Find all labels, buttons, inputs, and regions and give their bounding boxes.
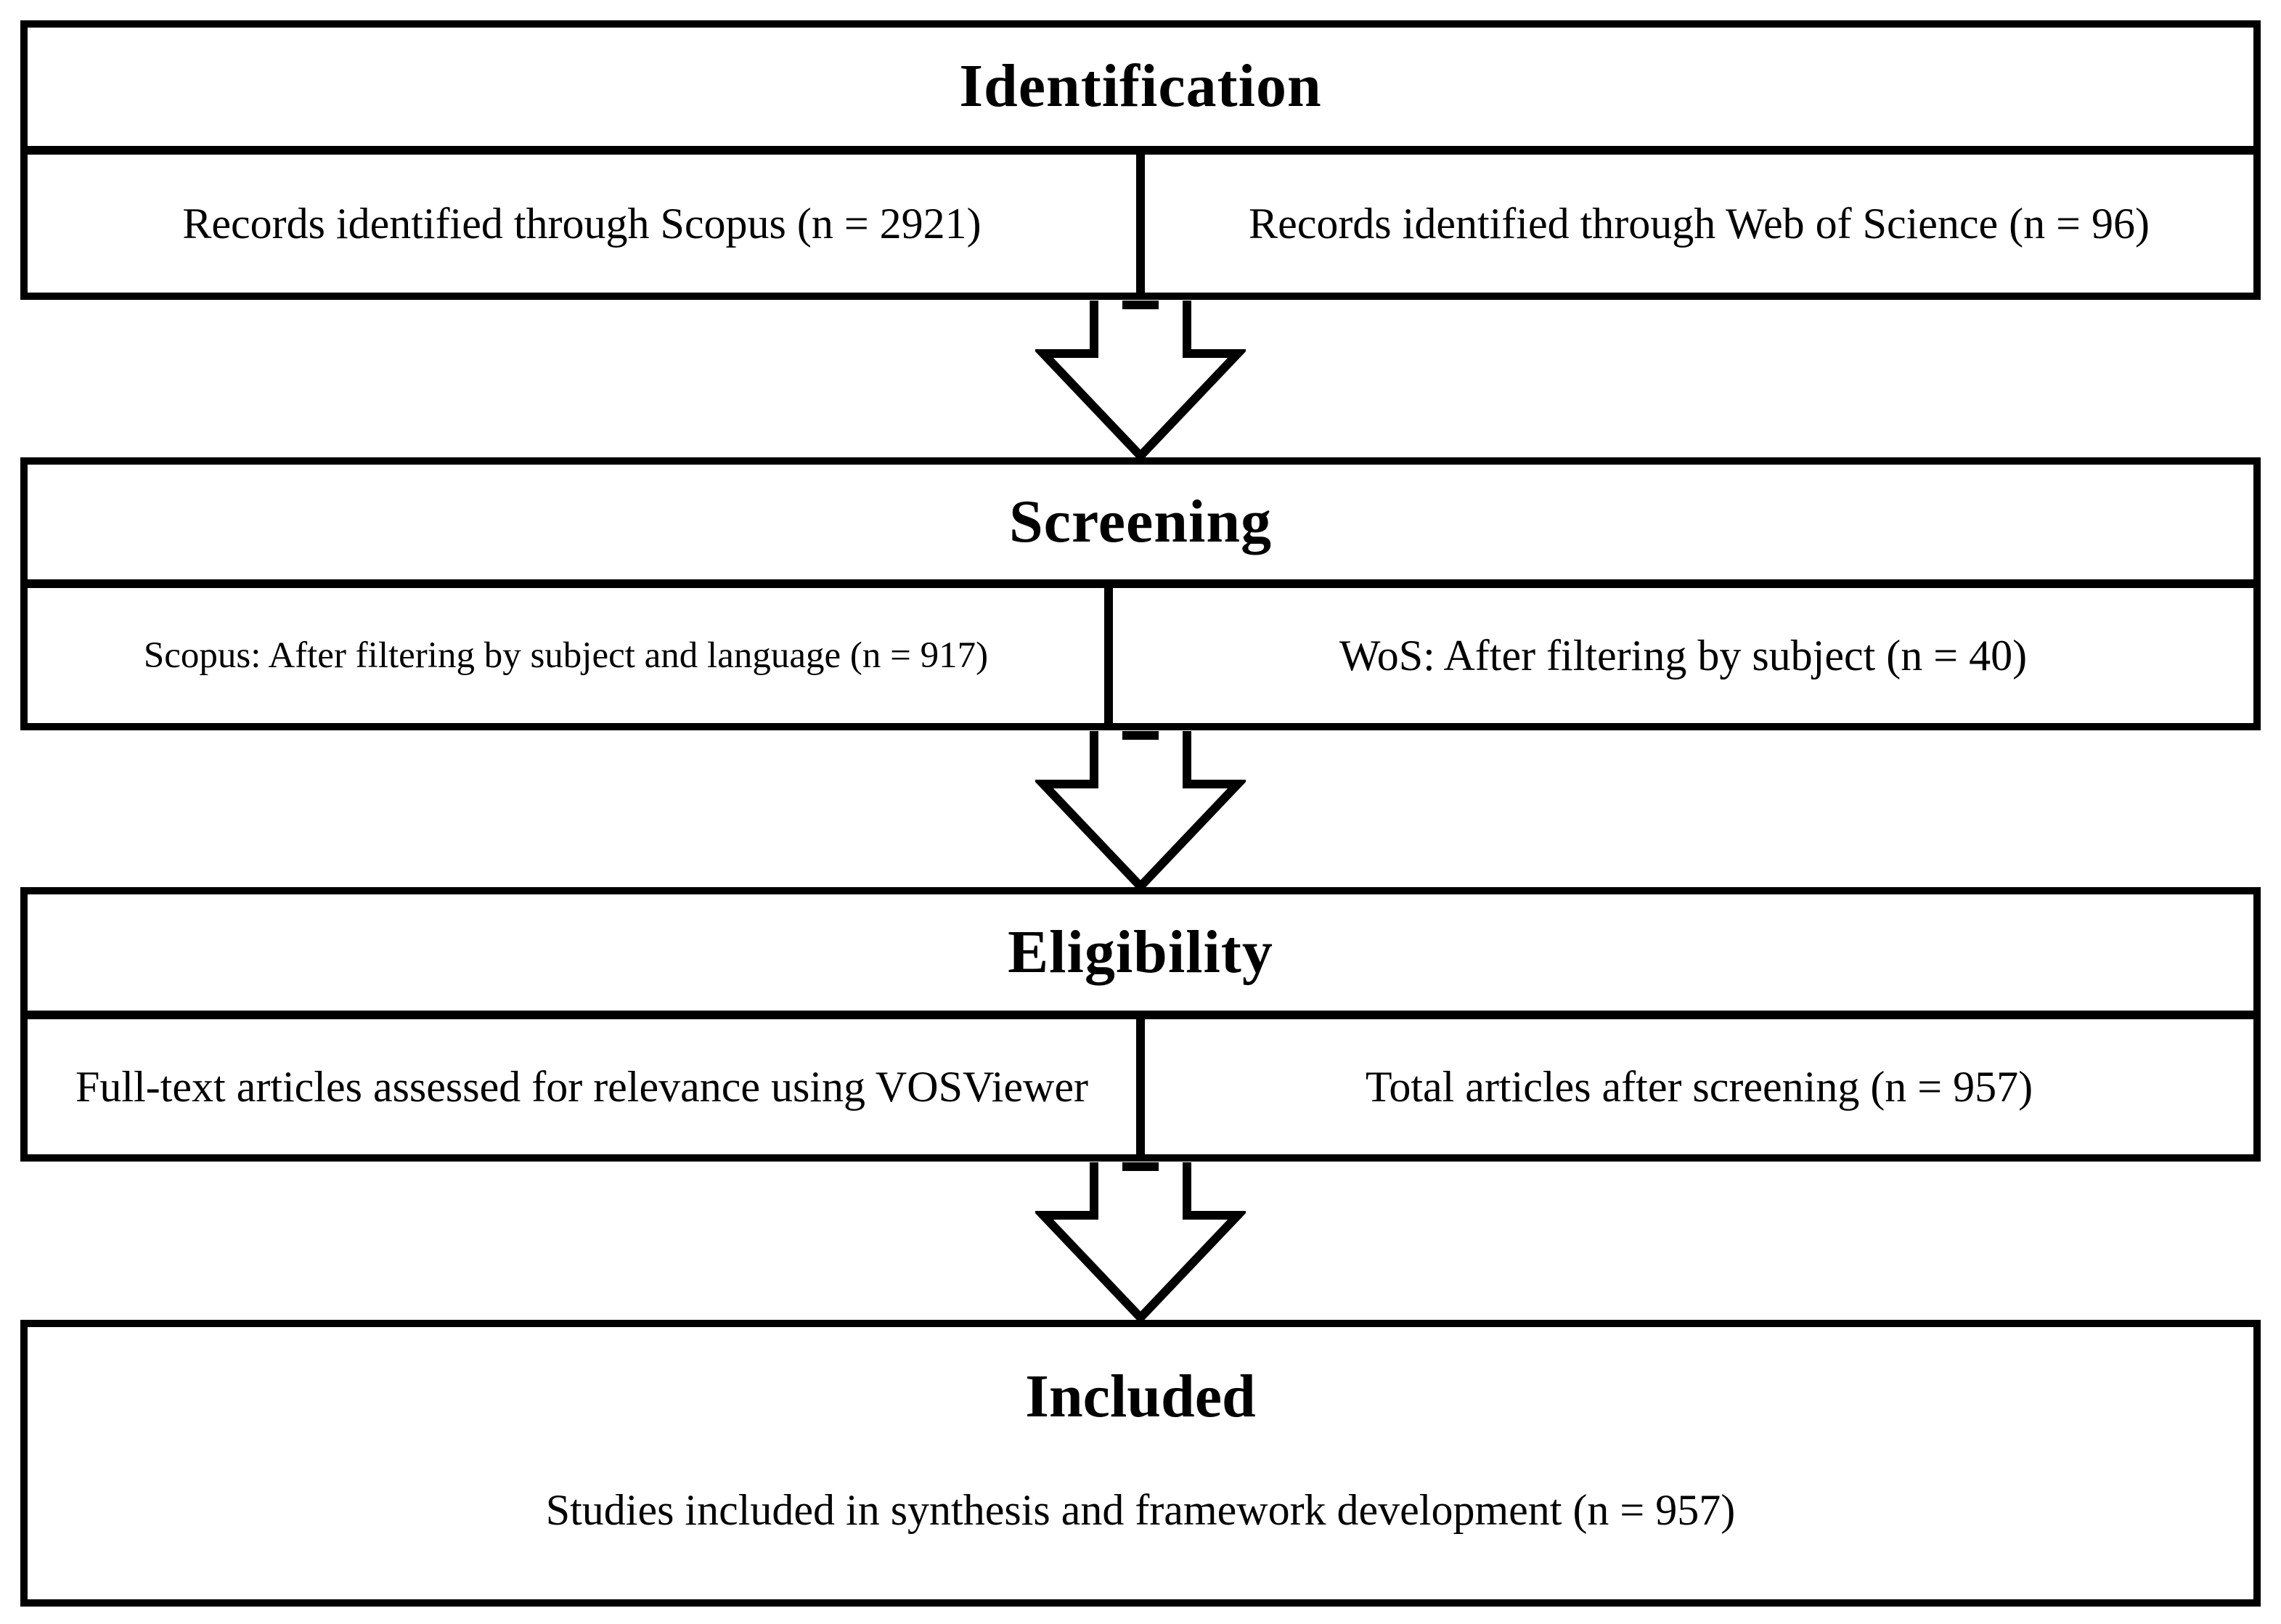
eligibility-fulltext-text: Full-text articles assessed for relevanc… (76, 1062, 1088, 1111)
identification-header: Identification (28, 28, 2253, 155)
eligibility-section: Eligibility Full-text articles assessed … (20, 887, 2261, 1162)
screening-scopus-box: Scopus: After filtering by subject and l… (28, 588, 1104, 723)
screening-scopus-text: Scopus: After filtering by subject and l… (143, 634, 989, 676)
down-arrow-icon (0, 731, 2281, 891)
identification-title: Identification (959, 52, 1322, 121)
identification-section: Identification Records identified throug… (20, 20, 2261, 300)
eligibility-title: Eligibility (1008, 918, 1273, 986)
screening-row: Scopus: After filtering by subject and l… (28, 588, 2253, 723)
eligibility-header: Eligibility (28, 894, 2253, 1019)
eligibility-total-text: Total articles after screening (n = 957) (1365, 1062, 2033, 1111)
down-arrow-icon (0, 1162, 2281, 1322)
included-body-text: Studies included in synthesis and framew… (545, 1486, 1736, 1535)
included-section: Included Studies included in synthesis a… (20, 1320, 2261, 1607)
identification-row: Records identified through Scopus (n = 2… (28, 155, 2253, 293)
identification-scopus-box: Records identified through Scopus (n = 2… (28, 155, 1136, 293)
included-title: Included (1025, 1363, 1256, 1430)
identification-wos-text: Records identified through Web of Scienc… (1249, 199, 2150, 248)
screening-wos-text: WoS: After filtering by subject (n = 40) (1339, 631, 2028, 680)
screening-header: Screening (28, 465, 2253, 588)
screening-wos-box: WoS: After filtering by subject (n = 40) (1104, 588, 2253, 723)
eligibility-total-box: Total articles after screening (n = 957) (1136, 1019, 2253, 1154)
down-arrow-icon (0, 301, 2281, 460)
eligibility-fulltext-box: Full-text articles assessed for relevanc… (28, 1019, 1136, 1154)
identification-scopus-text: Records identified through Scopus (n = 2… (182, 199, 982, 248)
screening-title: Screening (1008, 487, 1273, 555)
screening-section: Screening Scopus: After filtering by sub… (20, 457, 2261, 730)
eligibility-row: Full-text articles assessed for relevanc… (28, 1019, 2253, 1154)
identification-wos-box: Records identified through Web of Scienc… (1136, 155, 2253, 293)
